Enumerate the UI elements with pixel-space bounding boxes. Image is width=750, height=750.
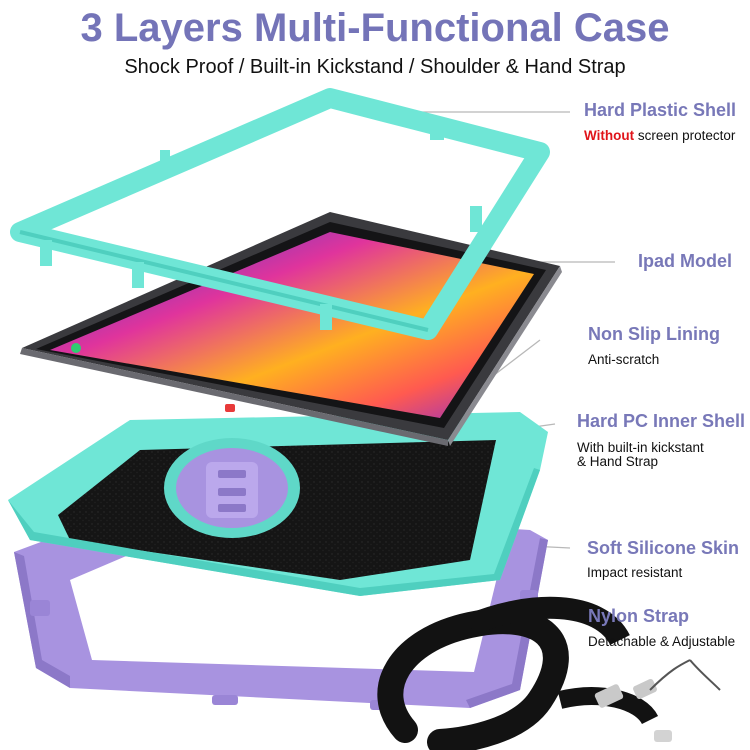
feature-title-hard-pc-inner-shell: Hard PC Inner Shell [577, 411, 746, 431]
feature-title-ipad-model: Ipad Model [638, 251, 732, 271]
feature-desc-nylon-strap: Detachable & Adjustable [588, 634, 736, 649]
feature-desc-soft-silicone-skin: Impact resistant [587, 565, 683, 580]
feature-title-soft-silicone-skin: Soft Silicone Skin [587, 538, 740, 558]
feature-desc-hard-plastic-shell: Without screen protector [584, 126, 735, 146]
feature-desc-non-slip-lining: Anti-scratch [588, 352, 660, 367]
page-title: 3 Layers Multi-Functional Case [80, 6, 670, 50]
feature-desc-line2-hard-pc-inner-shell: & Hand Strap [577, 454, 659, 469]
feature-title-nylon-strap: Nylon Strap [588, 606, 690, 626]
page-subtitle: Shock Proof / Built-in Kickstand / Shoul… [124, 56, 626, 78]
hard-plastic-shell [10, 88, 550, 340]
nylon-strap [377, 596, 721, 750]
inner-shell [8, 412, 548, 596]
highlight-without: Without [584, 128, 635, 143]
feature-desc-line1-hard-pc-inner-shell: With built-in kickstant [577, 440, 704, 455]
feature-title-non-slip-lining: Non Slip Lining [588, 324, 720, 344]
tablet-device [20, 212, 562, 446]
feature-title-hard-plastic-shell: Hard Plastic Shell [584, 100, 737, 120]
feature-desc-text: screen protector [637, 128, 736, 143]
